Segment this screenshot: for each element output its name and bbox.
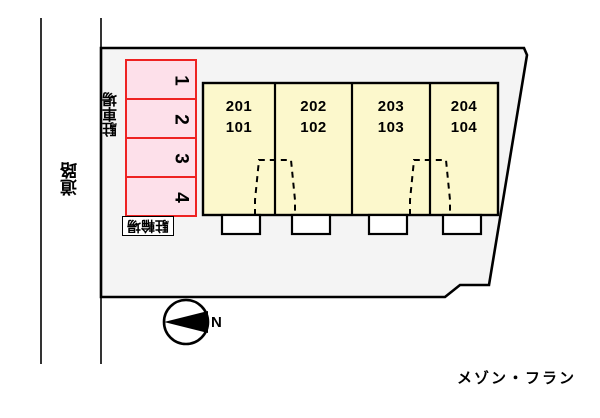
parking-stall-4[interactable]	[125, 176, 197, 217]
road-area	[40, 18, 102, 364]
parking-stall-1[interactable]	[125, 59, 197, 100]
parking-stall-3[interactable]	[125, 137, 197, 178]
building-outline	[201, 81, 500, 217]
compass-rose	[162, 298, 210, 346]
entrance-porch-4	[441, 213, 483, 236]
parking-stalls-group	[125, 59, 197, 217]
stair-dashed-right	[409, 159, 451, 215]
compass-needle-icon	[164, 311, 208, 333]
stair-dashed-left	[254, 159, 296, 215]
entrance-porch-3	[367, 213, 409, 236]
parking-stall-2[interactable]	[125, 98, 197, 139]
entrance-porch-2	[290, 213, 332, 236]
entrance-porch-1	[220, 213, 262, 236]
building-block	[201, 81, 500, 236]
